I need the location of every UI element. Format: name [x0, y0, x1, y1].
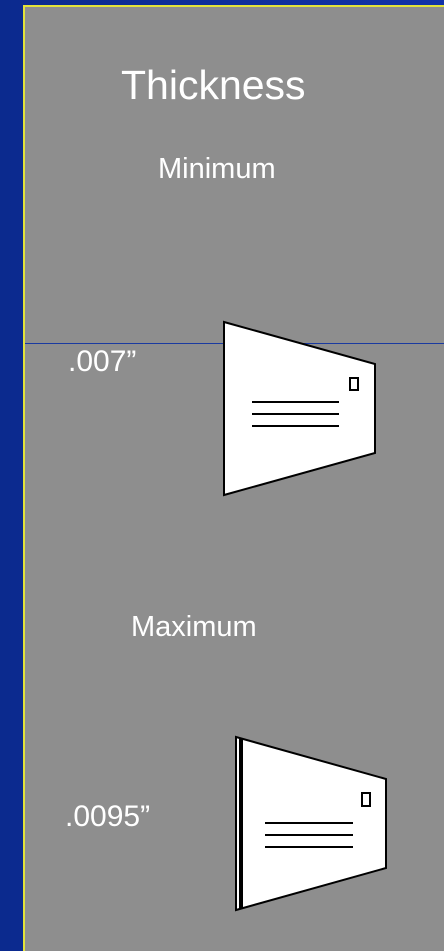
envelope-icon-thin — [223, 320, 376, 497]
minimum-label: Minimum — [158, 153, 276, 185]
maximum-label: Maximum — [131, 611, 257, 643]
page-title: Thickness — [121, 62, 306, 108]
minimum-value: .007” — [68, 345, 137, 378]
envelope-icon-thick — [235, 735, 387, 912]
maximum-value: .0095” — [65, 800, 151, 833]
